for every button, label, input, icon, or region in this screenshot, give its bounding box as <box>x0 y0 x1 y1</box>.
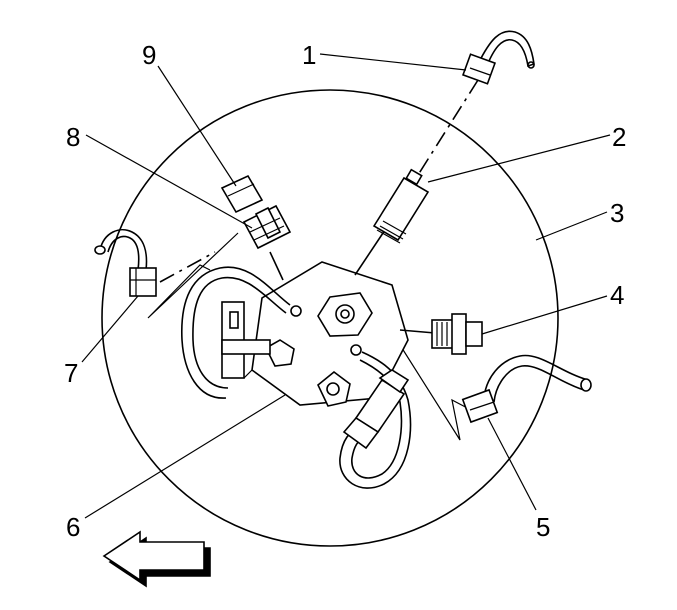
callout-3: 3 <box>610 198 624 228</box>
callout-8: 8 <box>66 122 80 152</box>
leader-3 <box>535 211 608 241</box>
fitting-4 <box>431 313 483 355</box>
centerline-1-2 <box>417 79 479 176</box>
lower-sensor <box>342 369 410 450</box>
leader-4 <box>481 295 608 335</box>
port-line-4 <box>399 329 436 334</box>
callout-6: 6 <box>66 512 80 542</box>
side-hex-fitting <box>264 339 295 367</box>
port-line-2 <box>354 229 386 276</box>
connector-1 <box>461 30 535 85</box>
lower-hex-fitting <box>317 370 351 407</box>
callout-4: 4 <box>610 280 624 310</box>
leader-2 <box>427 134 611 183</box>
port-line-8 <box>269 251 284 281</box>
leader-1 <box>319 53 467 71</box>
wire-loop-left <box>181 266 291 399</box>
lower-fitting-hole <box>326 382 340 396</box>
arrow-left-icon <box>102 530 211 588</box>
center-nut-hole <box>335 304 355 324</box>
fitting-8 <box>242 204 292 250</box>
callout-9: 9 <box>142 40 156 70</box>
connector-5 <box>461 354 592 424</box>
sensor-2 <box>372 168 430 244</box>
centerline-7 <box>159 251 216 283</box>
callout-2: 2 <box>612 122 626 152</box>
leader-7 <box>81 295 139 363</box>
center-nut-bore <box>340 309 350 319</box>
cap-9 <box>220 174 264 214</box>
leader-6 <box>84 394 286 519</box>
leader-9 <box>157 65 237 187</box>
wire-end-left <box>290 305 302 317</box>
leader-8 <box>85 134 253 229</box>
connector-7 <box>94 228 157 297</box>
break-line-right <box>399 344 476 441</box>
callout-5: 5 <box>536 512 550 542</box>
wire-loop-left-inner <box>192 276 287 389</box>
wire-end-lower <box>350 344 362 356</box>
callout-1: 1 <box>302 40 316 70</box>
housing-circle <box>101 89 559 547</box>
left-bracket <box>221 301 271 379</box>
callout-7: 7 <box>64 358 78 388</box>
leader-5 <box>487 417 537 511</box>
break-line-left <box>147 232 239 319</box>
